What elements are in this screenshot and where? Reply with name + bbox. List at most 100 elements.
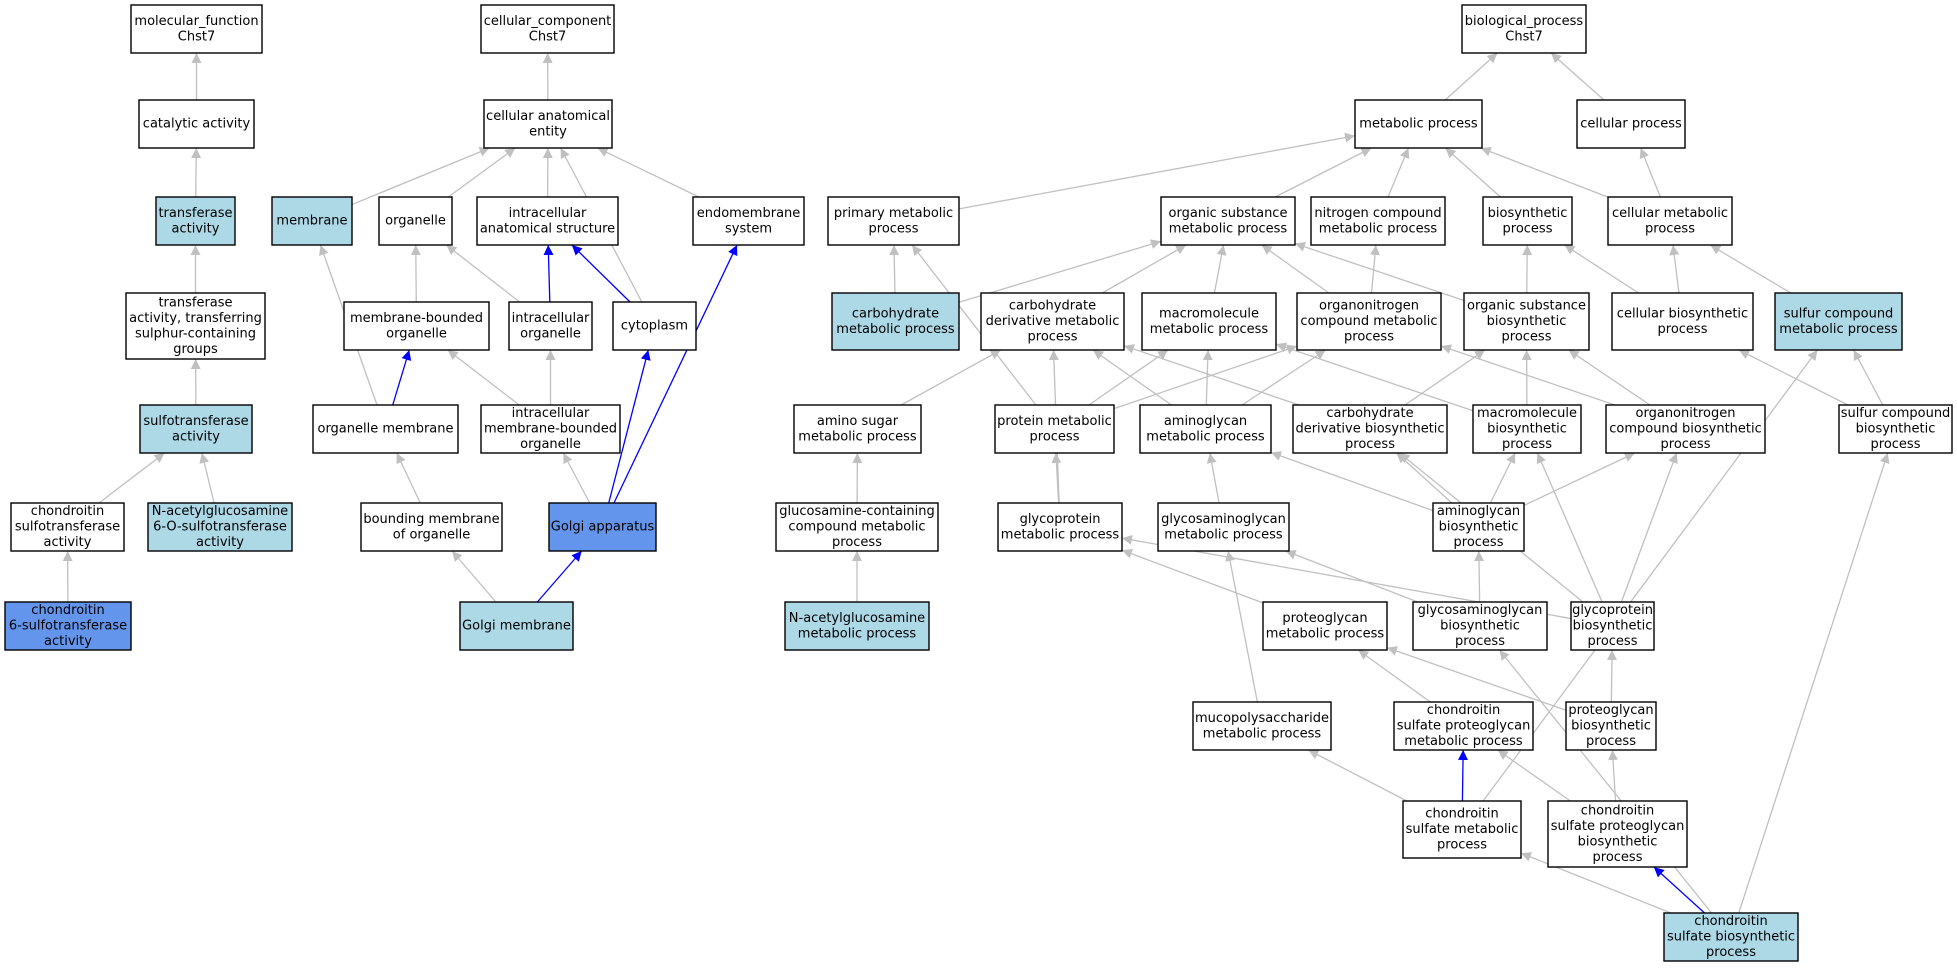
- term-label-line: N-acetylglucosamine: [789, 611, 925, 626]
- term-label-line: mucopolysaccharide: [1195, 711, 1329, 726]
- term-label-line: process: [1503, 221, 1553, 236]
- edge-membrane-to-cae: [351, 147, 490, 206]
- edge-agbp-to-agmp: [1270, 451, 1434, 512]
- term-box: [1160, 196, 1296, 246]
- term-label-line: sulfate metabolic: [1406, 822, 1519, 837]
- edge-pmp-to-metab: [958, 132, 1356, 210]
- edge-protmp-to-pmp: [911, 244, 1037, 406]
- term-label-line: activity: [196, 535, 244, 550]
- edge-endo-to-cae: [597, 147, 700, 198]
- term-label-line: process: [1454, 535, 1504, 550]
- term-node-metab: metabolic process: [1354, 99, 1483, 149]
- term-label-line: chondroitin: [31, 603, 104, 618]
- term-label-line: biosynthetic: [1439, 520, 1519, 535]
- term-label-line: metabolic process: [1404, 734, 1523, 749]
- edge-bmo-to-om: [396, 452, 421, 504]
- term-box: [1402, 800, 1522, 859]
- edge-csbp-to-csmp: [1520, 852, 1672, 914]
- term-label-line: process: [1455, 634, 1505, 649]
- term-label-line: activity: [44, 634, 92, 649]
- term-box: [1292, 404, 1448, 454]
- term-box: [1412, 601, 1548, 651]
- edge-mbp-to-mmp: [1275, 342, 1474, 412]
- edge-golgim-to-golgi: [536, 550, 583, 603]
- edge-osbp-to-osmp: [1294, 242, 1465, 302]
- edge-io-to-ias: [543, 244, 554, 303]
- term-box: [459, 601, 574, 651]
- term-node-cat: catalytic activity: [138, 99, 255, 149]
- edge-cspgbp-to-cspgmp: [1497, 749, 1571, 802]
- edge-chsulfo-to-sulfo: [98, 452, 165, 504]
- term-label-line: process: [1593, 850, 1643, 865]
- term-label-line: metabolic process: [798, 429, 917, 444]
- edge-cbp-to-biosyn: [1564, 244, 1639, 294]
- edges-layer: [62, 52, 1890, 914]
- edge-golgi-to-imbo: [562, 452, 591, 504]
- term-label-line: aminoglycan: [1164, 414, 1247, 429]
- term-box: [1576, 99, 1686, 149]
- term-label-line: 6-O-sulfotransferase: [153, 520, 287, 535]
- edge-agbp-to-oncbp: [1523, 452, 1636, 507]
- term-label-line: cellular biosynthetic: [1617, 306, 1748, 321]
- edge-om-to-mbo: [392, 349, 412, 406]
- edge-csbp-to-gagbp: [1498, 649, 1713, 914]
- term-label-line: biosynthetic: [1487, 314, 1567, 329]
- term-label-line: metabolic process: [836, 322, 955, 337]
- term-box: [138, 99, 255, 149]
- term-box: [271, 196, 353, 246]
- term-label-line: sulphur-containing: [135, 326, 256, 341]
- term-node-membrane: membrane: [271, 196, 353, 246]
- edge-metab-to-bp: [1444, 52, 1498, 101]
- term-label-line: carbohydrate: [1326, 406, 1413, 421]
- term-label-line: metabolic process: [1266, 626, 1385, 641]
- term-label-line: cellular anatomical: [486, 109, 610, 124]
- term-label-line: macromolecule: [1477, 406, 1577, 421]
- term-label-line: of organelle: [393, 527, 470, 542]
- edge-csbp-to-scbp: [1738, 452, 1890, 914]
- term-label-line: organelle: [520, 437, 581, 452]
- edge-pgbp-to-pgmp: [1386, 646, 1567, 711]
- term-label-line: protein metabolic: [997, 414, 1112, 429]
- term-label-line: intracellular: [512, 311, 590, 326]
- term-box: [1472, 404, 1582, 454]
- term-label-line: glycoprotein: [1572, 603, 1653, 618]
- edge-mbo-to-organelle: [410, 244, 421, 303]
- term-label-line: compound metabolic: [788, 520, 925, 535]
- edge-golgi-to-endo: [613, 244, 738, 504]
- term-label-line: process: [832, 535, 882, 550]
- edge-protmp-to-oncmp: [1113, 344, 1298, 410]
- edge-pgmp-to-gpmp: [1121, 548, 1264, 604]
- term-label-line: Chst7: [178, 29, 215, 44]
- term-label-line: intracellular: [512, 406, 590, 421]
- edge-cdbp-to-cdmp: [1123, 344, 1300, 406]
- term-label-line: metabolic process: [1169, 221, 1288, 236]
- term-label-line: metabolic process: [1203, 726, 1322, 741]
- term-box: [1296, 292, 1442, 351]
- term-label-line: transferase: [158, 295, 232, 310]
- term-label-line: process: [1502, 437, 1552, 452]
- term-box: [483, 99, 613, 149]
- edge-imbo-to-mbo: [447, 349, 520, 406]
- edge-trans-to-cat: [191, 147, 202, 198]
- edge-carbmp-to-pmp: [889, 244, 900, 294]
- term-label-line: cellular_component: [484, 14, 612, 29]
- term-label-line: anatomical structure: [480, 221, 615, 236]
